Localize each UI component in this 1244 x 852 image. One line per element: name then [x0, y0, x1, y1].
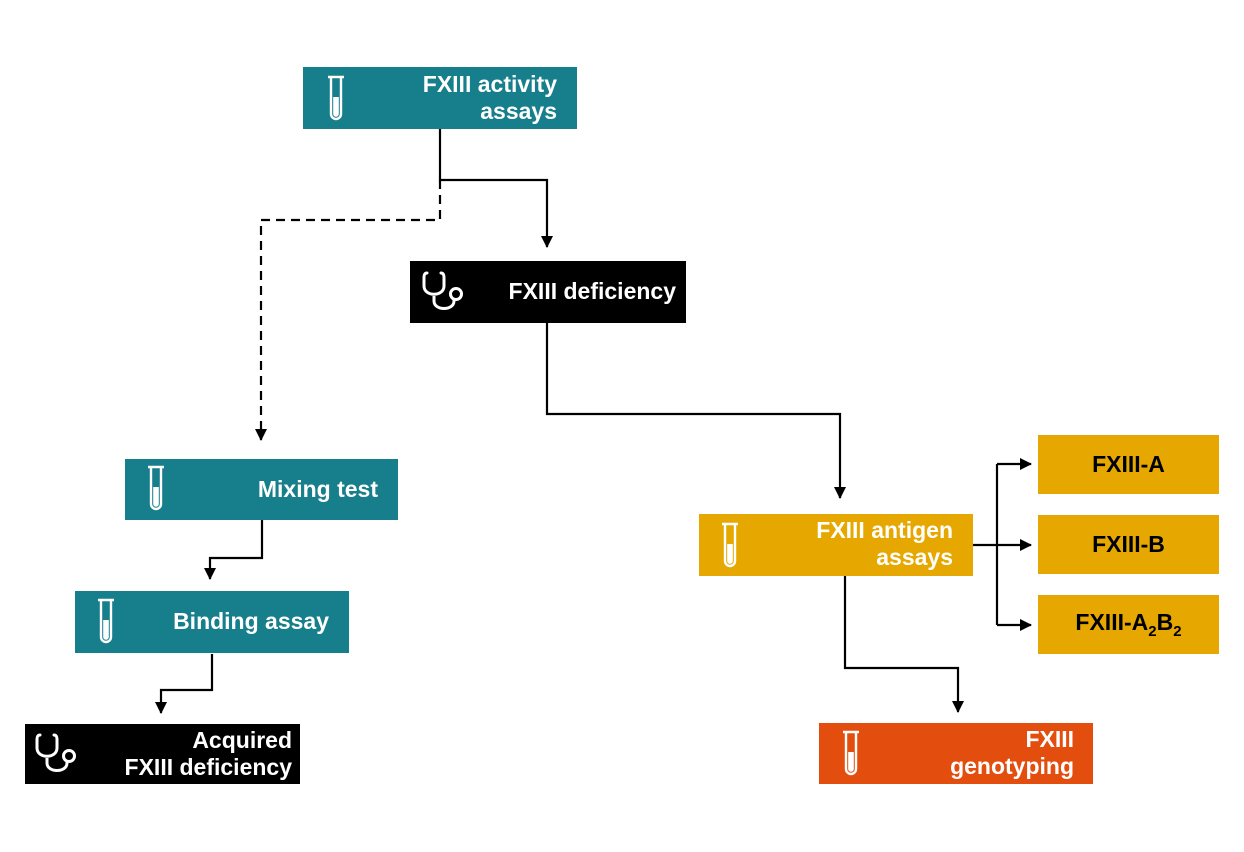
- node-binding-assay: Binding assay: [75, 591, 349, 653]
- node-fxiii-a: FXIII-A: [1038, 435, 1219, 494]
- node-label: FXIII-A2B2: [1038, 609, 1219, 639]
- label-sub-1: 2: [1148, 623, 1157, 640]
- label-sub-2: 2: [1173, 623, 1182, 640]
- node-label-line2: assays: [876, 544, 953, 570]
- node-acquired-fxiii-deficiency: Acquired FXIII deficiency: [25, 724, 300, 784]
- node-label-line2: FXIII deficiency: [124, 754, 292, 780]
- node-label: FXIII-A: [1092, 451, 1165, 477]
- test-tube-icon: [722, 522, 738, 568]
- node-label: FXIII genotyping: [950, 726, 1074, 780]
- node-fxiii-b: FXIII-B: [1038, 515, 1219, 574]
- node-fxiii-deficiency: FXIII deficiency: [410, 261, 686, 323]
- node-label: Binding assay: [173, 608, 329, 634]
- connector-activity-to-mixing-dashed: [255, 180, 442, 441]
- test-tube-icon: [328, 75, 344, 121]
- stethoscope-icon: [422, 271, 463, 310]
- node-label-line1: Acquired: [192, 727, 292, 753]
- node-label: FXIII-B: [1092, 531, 1165, 557]
- node-fxiii-a2b2: FXIII-A2B2: [1038, 595, 1219, 654]
- connector-activity-to-deficiency: [438, 128, 553, 248]
- connector-antigen-branch: [972, 464, 999, 625]
- node-fxiii-antigen-assays: FXIII antigen assays: [699, 514, 973, 576]
- node-label: FXIII activity assays: [423, 71, 557, 125]
- node-label: Mixing test: [257, 476, 378, 502]
- connector-mixing-to-binding: [204, 520, 264, 580]
- connector-deficiency-to-antigen: [545, 322, 846, 499]
- node-label-line1: FXIII activity: [422, 71, 557, 97]
- connector-binding-to-acquired: [155, 654, 214, 714]
- label-mid: B: [1156, 609, 1174, 635]
- node-label: FXIII antigen assays: [816, 517, 953, 571]
- node-label-line1: FXIII: [1025, 726, 1074, 752]
- test-tube-icon: [148, 465, 164, 511]
- node-label: FXIII deficiency: [508, 278, 676, 304]
- label-base: FXIII-A: [1075, 609, 1149, 635]
- node-fxiii-activity-assays: FXIII activity assays: [303, 67, 577, 129]
- node-label-line1: FXIII antigen: [816, 517, 953, 543]
- node-label-line2: genotyping: [950, 753, 1074, 779]
- node-mixing-test: Mixing test: [125, 459, 398, 520]
- connector-antigen-to-genotyping: [843, 576, 964, 713]
- node-fxiii-genotyping: FXIII genotyping: [819, 723, 1093, 784]
- test-tube-icon: [843, 730, 859, 776]
- test-tube-icon: [98, 598, 114, 644]
- node-label-line2: assays: [480, 98, 557, 124]
- node-label: Acquired FXIII deficiency: [125, 727, 292, 781]
- stethoscope-icon: [35, 733, 76, 772]
